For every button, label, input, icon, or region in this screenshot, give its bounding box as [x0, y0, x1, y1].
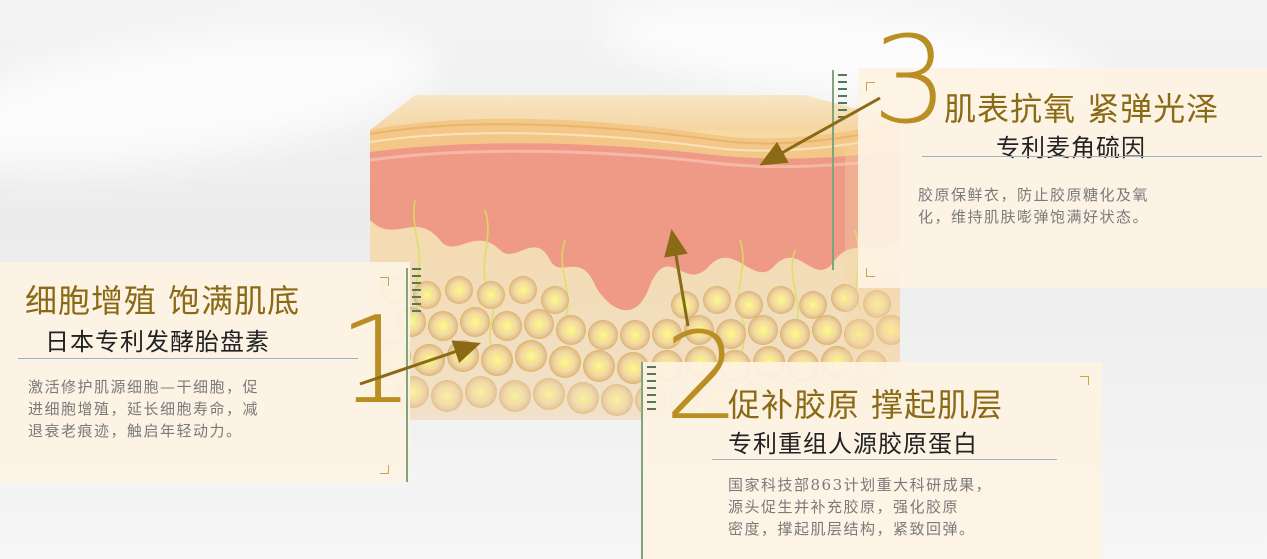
panel-corner-mark: [380, 277, 389, 286]
feature-1-number: 1: [338, 292, 415, 431]
feature-1-subtitle: 日本专利发酵胎盘素: [45, 328, 270, 356]
panel-divider: [406, 268, 408, 482]
feature-3-subtitle: 专利麦角硫因: [996, 134, 1146, 162]
feature-2-subtitle: 专利重组人源胶原蛋白: [728, 430, 978, 458]
feature-panel-1: [0, 262, 410, 482]
tick-marks: [838, 74, 847, 123]
feature-2-description: 国家科技部863计划重大科研成果， 源头促生并补充胶原，强化胶原 密度，撑起肌层…: [728, 476, 993, 538]
panel-divider: [832, 70, 834, 270]
feature-1-title: 细胞增殖 饱满肌底: [25, 282, 301, 320]
panel-corner-mark: [866, 268, 875, 277]
feature-panel-2: [642, 362, 1102, 559]
feature-3-underline: [922, 156, 1262, 157]
panel-corner-mark: [380, 465, 389, 474]
feature-3-number: 3: [872, 12, 949, 151]
feature-2-title: 促补胶原 撑起肌层: [728, 386, 1004, 424]
feature-2-underline: [712, 459, 1057, 460]
tick-marks: [647, 366, 656, 415]
pointer-line-1: [359, 340, 481, 386]
panel-divider: [641, 362, 643, 559]
feature-3-description: 胶原保鲜衣，防止胶原糖化及氧 化，维持肌肤嘭弹饱满好状态。: [918, 186, 1150, 226]
panel-corner-mark: [1080, 376, 1089, 385]
feature-panel-3: [858, 68, 1267, 288]
tick-marks: [412, 268, 421, 317]
feature-2-number: 2: [664, 308, 741, 447]
pointer-line-3: [759, 96, 881, 166]
feature-1-underline: [18, 358, 358, 359]
pointer-line-2: [664, 229, 690, 327]
feature-1-description: 激活修护肌源细胞—干细胞，促 进细胞增殖，延长细胞寿命，减 退衰老痕迹，触启年轻…: [28, 378, 260, 440]
panel-corner-mark: [866, 82, 875, 91]
feature-3-title: 肌表抗氧 紧弹光泽: [944, 90, 1220, 128]
